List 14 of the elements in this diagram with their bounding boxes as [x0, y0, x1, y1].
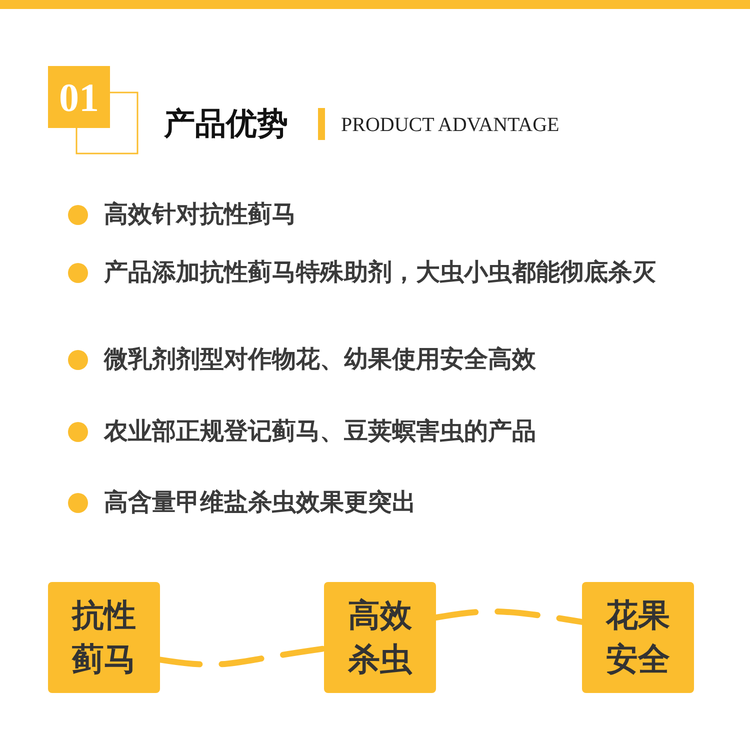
feature-text: 花果安全	[604, 596, 671, 678]
bullet-text: 高含量甲维盐杀虫效果更突出	[104, 488, 417, 518]
bullet-text: 高效针对抗性蓟马	[104, 200, 297, 230]
feature-box	[48, 582, 160, 693]
number-badge: 01	[48, 66, 110, 128]
feature-text: 高效杀虫	[346, 596, 414, 678]
section-subtitle: PRODUCT ADVANTAGE	[341, 113, 560, 137]
section-title: 产品优势	[164, 105, 288, 143]
feature-box	[582, 582, 694, 693]
feature-box	[324, 582, 436, 693]
bullet-text: 微乳剂剂型对作物花、幼果使用安全高效	[104, 345, 537, 375]
bullet-text: 产品添加抗性蓟马特殊助剂，大虫小虫都能彻底杀灭	[104, 258, 657, 288]
bullet-text: 农业部正规登记蓟马、豆荚螟害虫的产品	[104, 417, 537, 447]
feature-text: 抗性蓟马	[70, 596, 137, 678]
